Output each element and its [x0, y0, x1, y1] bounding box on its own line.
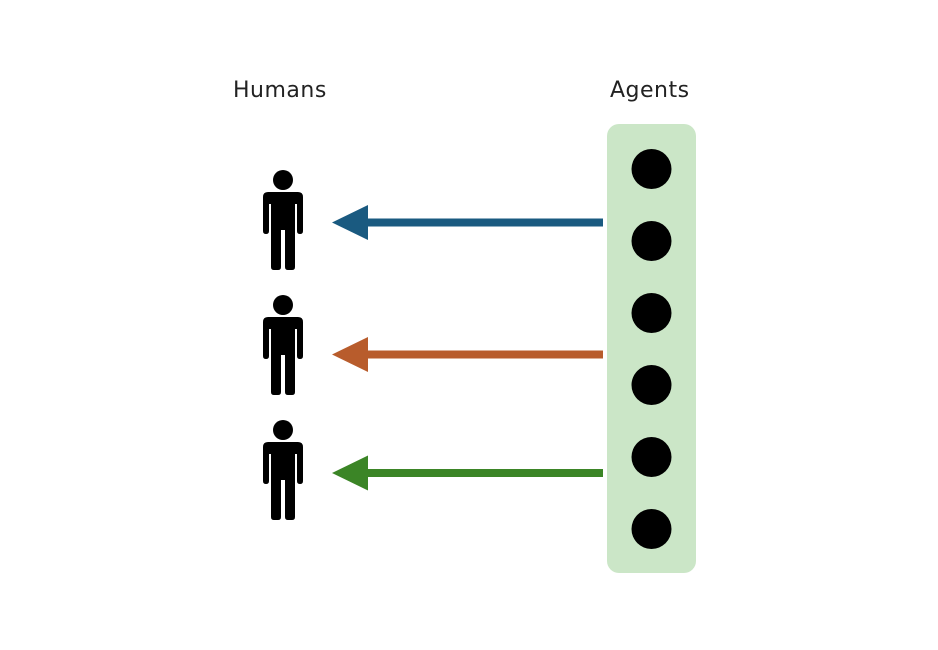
agent-node — [631, 149, 672, 189]
arrow-head — [332, 337, 368, 372]
arrow-shaft — [365, 218, 603, 227]
arrow-head — [332, 205, 368, 240]
agent-node — [631, 509, 672, 549]
arrow-to-human-3 — [332, 455, 603, 491]
agent-node — [631, 437, 672, 477]
agent-nodes — [631, 149, 672, 549]
person-icon — [263, 420, 303, 520]
arrow-to-human-1 — [332, 205, 603, 240]
arrow-shaft — [365, 469, 603, 477]
agent-node — [631, 365, 672, 405]
agent-node — [631, 293, 672, 333]
humans-heading: Humans — [233, 78, 327, 103]
person-icon — [263, 295, 303, 395]
agents-heading: Agents — [610, 78, 690, 103]
person-icon — [263, 170, 303, 270]
agents-panel — [607, 124, 696, 573]
arrow-shaft — [365, 350, 603, 359]
arrow-to-human-2 — [332, 337, 603, 372]
arrow-head — [332, 455, 368, 491]
agent-node — [631, 221, 672, 261]
